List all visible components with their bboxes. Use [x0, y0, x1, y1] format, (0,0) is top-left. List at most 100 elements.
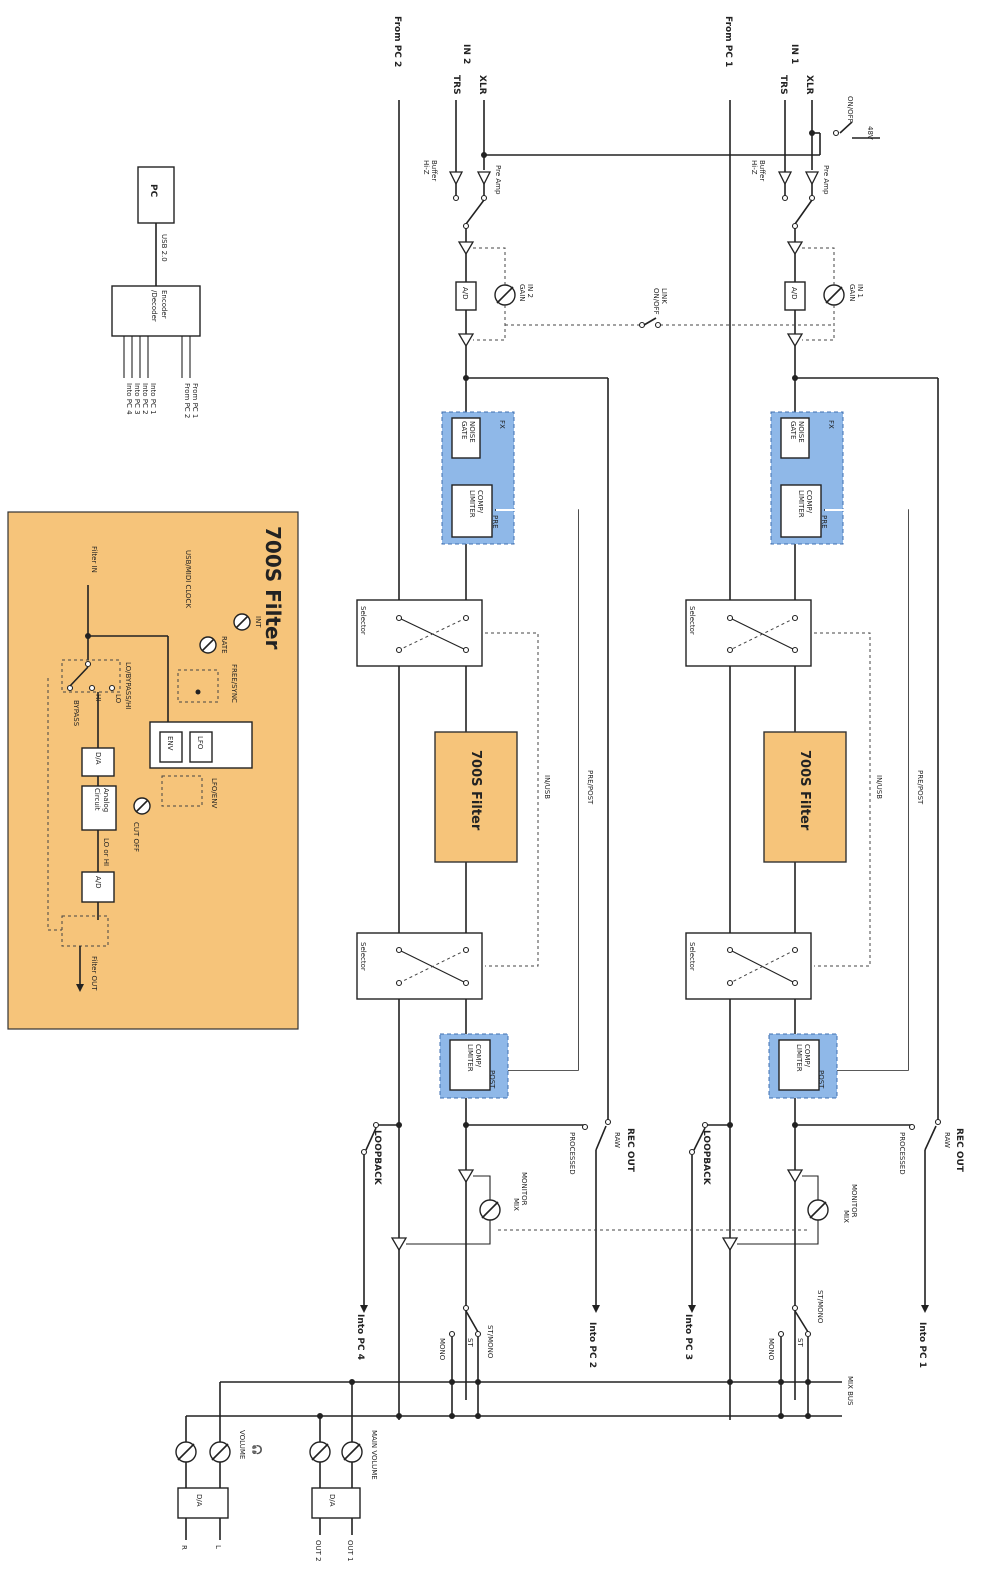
- raw-2-label: RAW: [613, 1132, 621, 1148]
- in1-preamp-label: Pre Amp: [822, 165, 830, 195]
- fx-in1-pre: PRE: [820, 515, 828, 529]
- phantom-switch-label: ON/OFF: [846, 96, 854, 123]
- link-label: LINK: [660, 288, 668, 304]
- phones-da-label: D/A: [195, 1494, 203, 1507]
- raw-1-label: RAW: [943, 1132, 951, 1148]
- filter-in1-label: 700S Filter: [797, 750, 812, 831]
- filter-in2-block: [434, 731, 518, 863]
- processed-2-label: PROCESSED: [568, 1132, 576, 1175]
- fx-in2-comp-label: COMP/: [476, 490, 484, 514]
- env-box: [159, 731, 183, 763]
- headphone-icon: 🎧: [251, 1444, 263, 1455]
- pc-box: [137, 166, 175, 224]
- fx-in2-gate-label: GATE: [460, 421, 468, 439]
- selector-in2-bottom-label: Selector: [359, 942, 367, 971]
- phones-volume-label: VOLUME: [238, 1430, 246, 1459]
- mix-bus-label: MIX BUS: [846, 1376, 854, 1406]
- filters: 700S Filter 700S Filter IN/USB PRE/POST …: [434, 632, 924, 967]
- usb-into-pc2: Into PC 2: [141, 383, 149, 415]
- decoder-label: /Decoder: [150, 290, 158, 322]
- analog-label-2: Circuit: [93, 788, 101, 811]
- mono-1-label: MONO: [767, 1338, 775, 1361]
- in1-label: IN 1: [789, 44, 799, 64]
- loopback-1-label: LOOPBACK: [701, 1130, 711, 1186]
- in2-xlr-label: XLR: [477, 75, 487, 95]
- phones-l-label: L: [214, 1545, 222, 1549]
- mix-1-label: MIX: [842, 1210, 850, 1223]
- gain-section: A/D IN 2 GAIN A/D IN 1 GAIN LINK ON/OFF: [455, 228, 864, 348]
- selector-in2-bottom: [356, 932, 483, 1000]
- fx-in1-gate-label: GATE: [789, 421, 797, 439]
- into-pc2-label: Into PC 2: [587, 1322, 597, 1368]
- in2-trs-label: TRS: [451, 75, 461, 95]
- mono-2-label: MONO: [438, 1338, 446, 1361]
- pc-label: PC: [148, 184, 158, 198]
- st-mono-1-label: ST/MONO: [816, 1290, 824, 1324]
- from-pc2-label: From PC 2: [392, 16, 402, 67]
- out2-label: OUT 2: [314, 1540, 322, 1562]
- top-lines: [398, 100, 880, 1420]
- in2-prepost-label: PRE/POST: [586, 770, 594, 805]
- phones-r-label: R: [180, 1545, 188, 1550]
- volume-outputs: MAIN VOLUME D/A OUT 1 OUT 2 VOLUME 🎧 D/A…: [175, 1430, 378, 1562]
- in1-prepost-label: PRE/POST: [916, 770, 924, 805]
- fx-in2-post-comp: [449, 1039, 491, 1091]
- fx-in1-comp: [780, 484, 822, 538]
- fx-in2-pre: PRE: [491, 515, 499, 529]
- selector-in2-top: [356, 599, 483, 667]
- lfo-label: LFO: [196, 736, 204, 750]
- link-switch-label: ON/OFF: [652, 288, 660, 315]
- filter-detail-title: 700S Filter: [261, 526, 285, 650]
- fx-in1-post-limiter: LIMITER: [795, 1044, 803, 1072]
- fx-in1-noise: NOISE: [797, 421, 805, 443]
- mode-switch-box: [61, 659, 121, 693]
- fx-in1-post-comp: [778, 1039, 820, 1091]
- in1-buffer-label: Buffer: [758, 160, 766, 181]
- output-switch-box: [61, 915, 109, 947]
- phones-da-box: [177, 1487, 229, 1519]
- chain-lines: [463, 346, 939, 1400]
- in1-ad-label: A/D: [790, 287, 798, 300]
- lfo-env-label: LFO/ENV: [210, 778, 218, 808]
- into-pc1-label: Into PC 1: [917, 1322, 927, 1368]
- fx-in2-noise: NOISE: [468, 421, 476, 443]
- lo-or-hi-label: LO or HI: [102, 838, 110, 866]
- lo-bypass-hi-label: LO/BYPASS/HI: [124, 662, 132, 709]
- fx-bottom: COMP/ LIMITER POST COMP/ LIMITER POST: [439, 1033, 838, 1099]
- fx-in2-title: FX: [498, 420, 506, 429]
- processed-1-label: PROCESSED: [898, 1132, 906, 1175]
- encoder-box: [111, 285, 201, 337]
- main-da-box: [311, 1487, 361, 1519]
- monitor-1-label: MONITOR: [850, 1184, 858, 1218]
- outputs-section: REC OUT RAW PROCESSED Into PC 2 REC OUT …: [355, 1118, 964, 1418]
- usb-into-pc4: Into PC 4: [125, 383, 133, 415]
- st-2-label: ST: [466, 1338, 474, 1347]
- fx-in1-comp-label: COMP/: [805, 490, 813, 514]
- in2-inusb-label: IN/USB: [543, 775, 551, 799]
- usb-from-pc1: From PC 1: [191, 383, 199, 418]
- phantom-label: 48V: [866, 126, 874, 140]
- selector-in2-top-label: Selector: [359, 606, 367, 635]
- in2-gain-word: GAIN: [518, 284, 526, 302]
- in2-preamp-label: Pre Amp: [494, 165, 502, 195]
- out1-label: OUT 1: [346, 1540, 354, 1562]
- encoder-label: Encoder: [160, 290, 168, 319]
- lfo-box: [189, 731, 213, 763]
- selectors-top: Selector Selector: [356, 599, 812, 667]
- rec-out-1-label: REC OUT: [954, 1128, 964, 1173]
- lo-label: LO: [114, 694, 122, 704]
- filter-in1-block: [763, 731, 847, 863]
- fx-in2-comp: [451, 484, 493, 538]
- preamps: Pre Amp Buffer Hi-Z Pre Amp Buffer Hi-Z: [422, 160, 830, 230]
- filter-detail-panel: 700S Filter Filter IN USB/MIDI CLOCK INT…: [7, 511, 299, 1030]
- detail-ad-label: A/D: [94, 876, 102, 889]
- filter-in2-label: 700S Filter: [468, 750, 483, 831]
- input-labels: From PC 2 IN 2 XLR TRS From PC 1 IN 1 XL…: [392, 16, 874, 140]
- into-pc4-label: Into PC 4: [355, 1314, 365, 1360]
- usb-midi-clock-label: USB/MIDI CLOCK: [184, 550, 192, 608]
- usb-label: USB 2.0: [160, 234, 168, 262]
- selector-in1-top-label: Selector: [688, 606, 696, 635]
- analog-circuit-box: [81, 785, 117, 831]
- env-label: ENV: [166, 736, 174, 751]
